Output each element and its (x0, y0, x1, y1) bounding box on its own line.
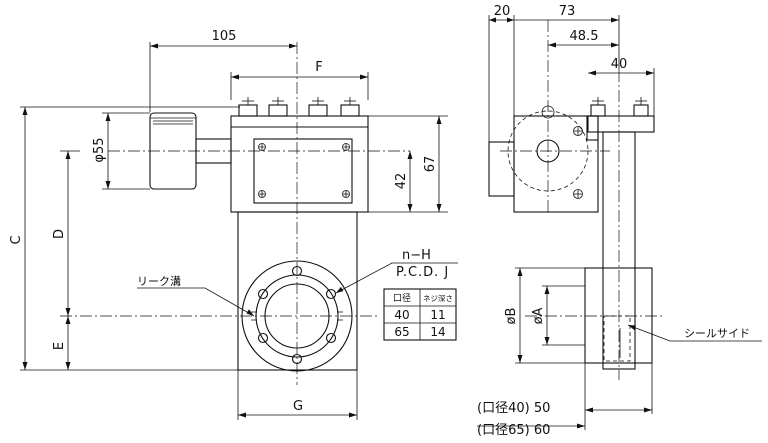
bore65-width-label: (口径65) 60 (477, 423, 550, 438)
seal-side-label: シールサイド (684, 327, 750, 340)
side-valve-body (584, 267, 653, 364)
plate-screws (258, 143, 350, 198)
table-header-bore: 口径 (393, 292, 411, 304)
dim-48-5: 48.5 (570, 29, 599, 44)
bore40-width-label: (口径40) 50 (477, 401, 550, 416)
side-view: 20 73 48.5 40 øB øA シールサイド (口径40) 50 (口径… (477, 4, 762, 438)
pcd-label: P.C.D. J (396, 265, 449, 280)
table-cell: 65 (394, 325, 409, 339)
side-screws (573, 126, 583, 199)
table-cell: 11 (430, 308, 445, 322)
dim-G: G (293, 399, 303, 414)
dim-F: F (315, 60, 322, 75)
valve-body (237, 211, 358, 371)
dim-D: D (52, 229, 67, 239)
bore-table: 口径 ネジ深さ 40 11 65 14 (383, 288, 457, 341)
dim-42: 42 (394, 173, 409, 190)
side-top-bolts (590, 97, 649, 117)
front-view: 105 F φ55 42 67 C D E G リーク溝 (9, 29, 458, 420)
side-gear-housing (513, 115, 599, 213)
top-bolts (238, 97, 360, 117)
table-cell: 14 (430, 325, 445, 339)
dim-phiB: øB (504, 308, 519, 325)
dim-20: 20 (494, 4, 511, 19)
leak-groove-label: リーク溝 (137, 275, 181, 288)
side-motor (488, 141, 515, 197)
table-cell: 40 (394, 308, 409, 322)
dim-105: 105 (212, 29, 237, 44)
actuator-plate (253, 138, 353, 204)
n-h-label: n−H (402, 248, 431, 263)
dim-phiA: øA (531, 307, 546, 324)
dim-40: 40 (611, 57, 628, 72)
dim-C: C (9, 235, 24, 244)
dim-73: 73 (559, 4, 576, 19)
dim-E: E (52, 342, 67, 350)
dim-67: 67 (423, 156, 438, 173)
table-header-thread-depth: ネジ深さ (423, 294, 453, 303)
flange-bolt-holes (257, 265, 337, 365)
dim-phi55: φ55 (92, 137, 107, 162)
